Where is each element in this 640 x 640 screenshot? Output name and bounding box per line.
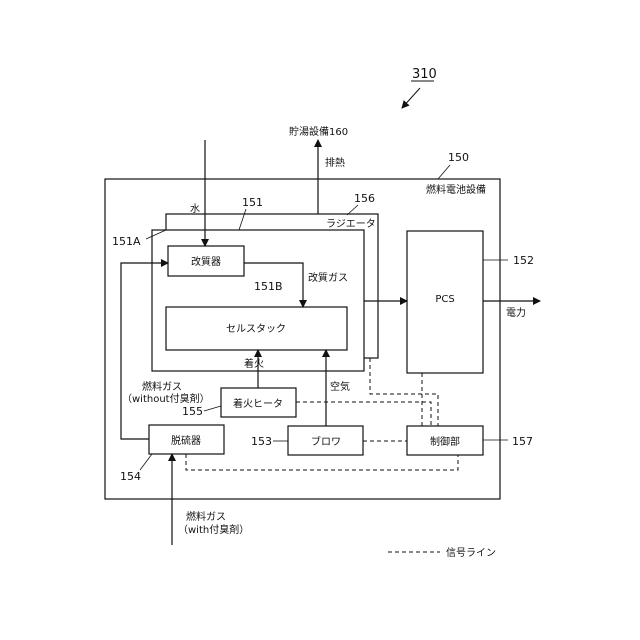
desulfurizer-label: 脱硫器 bbox=[171, 434, 201, 447]
pcs-label: PCS bbox=[435, 294, 454, 305]
leader-154 bbox=[140, 454, 152, 470]
reformed-gas-label: 改質ガス bbox=[308, 271, 348, 284]
ref-150: 150 bbox=[448, 151, 469, 164]
figure-ref-arrow bbox=[402, 88, 420, 108]
electric-power-label: 電力 bbox=[506, 306, 526, 319]
ref-153: 153 bbox=[251, 435, 272, 448]
ignition-heater-label: 着火ヒータ bbox=[233, 397, 283, 410]
ref-151A: 151A bbox=[112, 235, 141, 248]
air-label: 空気 bbox=[330, 380, 350, 393]
ref-151: 151 bbox=[242, 196, 263, 209]
fuel-gas-top-label-2: （without付臭剤） bbox=[122, 392, 210, 405]
ref-155: 155 bbox=[182, 405, 203, 418]
figure-ref: 310 bbox=[412, 67, 437, 82]
ref-154: 154 bbox=[120, 470, 141, 483]
ref-157: 157 bbox=[512, 435, 533, 448]
reformer-label: 改質器 bbox=[191, 255, 221, 268]
ignition-label: 着火 bbox=[244, 357, 264, 370]
ref-152: 152 bbox=[513, 254, 534, 267]
fuel-gas-top-label-1: 燃料ガス bbox=[142, 380, 182, 393]
leader-155 bbox=[204, 406, 221, 411]
ref-156: 156 bbox=[354, 192, 375, 205]
radiator-label: ラジエータ bbox=[326, 218, 376, 230]
ref-151B: 151B bbox=[254, 280, 283, 293]
cell-stack-label: セルスタック bbox=[226, 323, 286, 335]
exhaust-heat-label: 排熱 bbox=[325, 156, 345, 169]
controller-label: 制御部 bbox=[430, 435, 460, 448]
heat-storage-label: 貯湯設備160 bbox=[289, 125, 348, 138]
blower-label: ブロワ bbox=[311, 435, 341, 448]
fuel-gas-bottom-label-2: （with付臭剤） bbox=[178, 523, 249, 536]
leader-150 bbox=[438, 165, 450, 179]
fuel-cell-equipment-label: 燃料電池設備 bbox=[426, 183, 486, 196]
fuel-gas-bottom-label-1: 燃料ガス bbox=[186, 510, 226, 523]
signal-line-legend-label: 信号ライン bbox=[446, 547, 496, 559]
water-label: 水 bbox=[190, 203, 200, 215]
